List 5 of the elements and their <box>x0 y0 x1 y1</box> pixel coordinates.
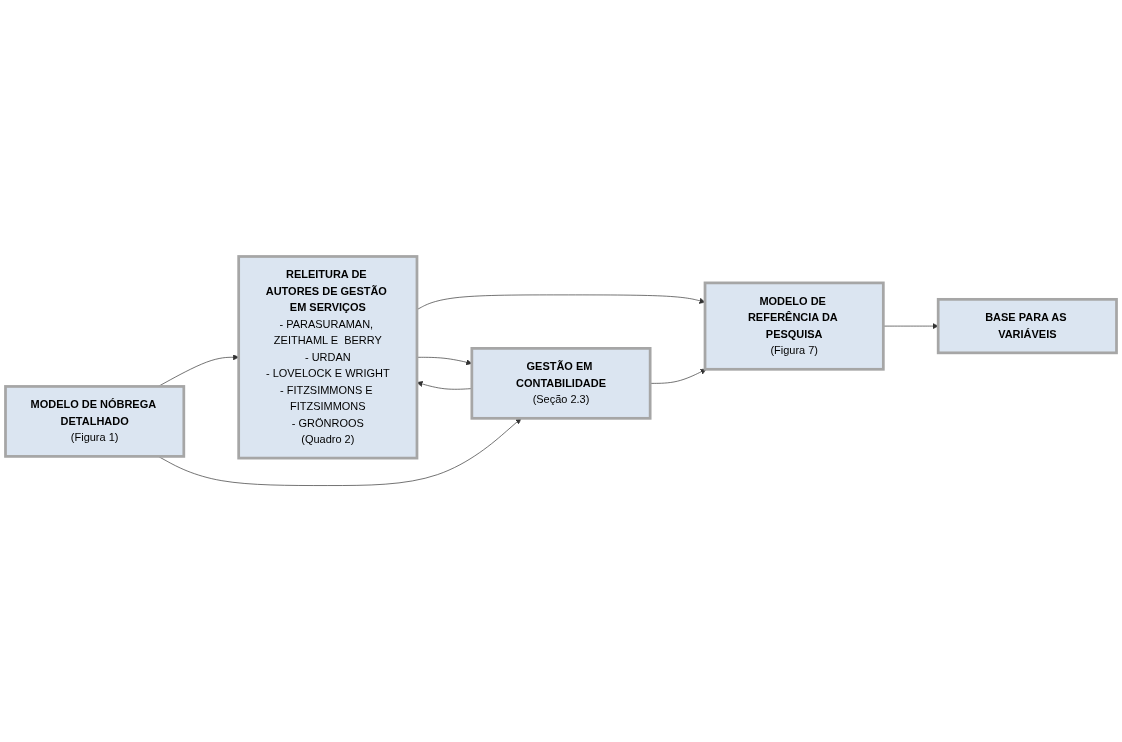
node-box: MODELO DE REFERÊNCIA DA PESQUISA (Figura 7) <box>703 281 885 371</box>
node-box: GESTÃO EM CONTABILIDADE (Seção 2.3) <box>470 347 652 420</box>
node-box: BASE PARA AS VARIÁVEIS <box>936 297 1118 355</box>
node-box: MODELO DE NÓBREGA DETALHADO (Figura 1) <box>4 385 186 458</box>
node-box: RELEITURA DE AUTORES DE GESTÃO EM SERVIÇOS - PARASURAMAN, ZEITHAML E BERRY - URDAN - LOVELOCK E WRIGHT - FITZSIMMONS E FITZSIMMONS - GRÖNROOS (Quadro 2) <box>237 255 419 460</box>
